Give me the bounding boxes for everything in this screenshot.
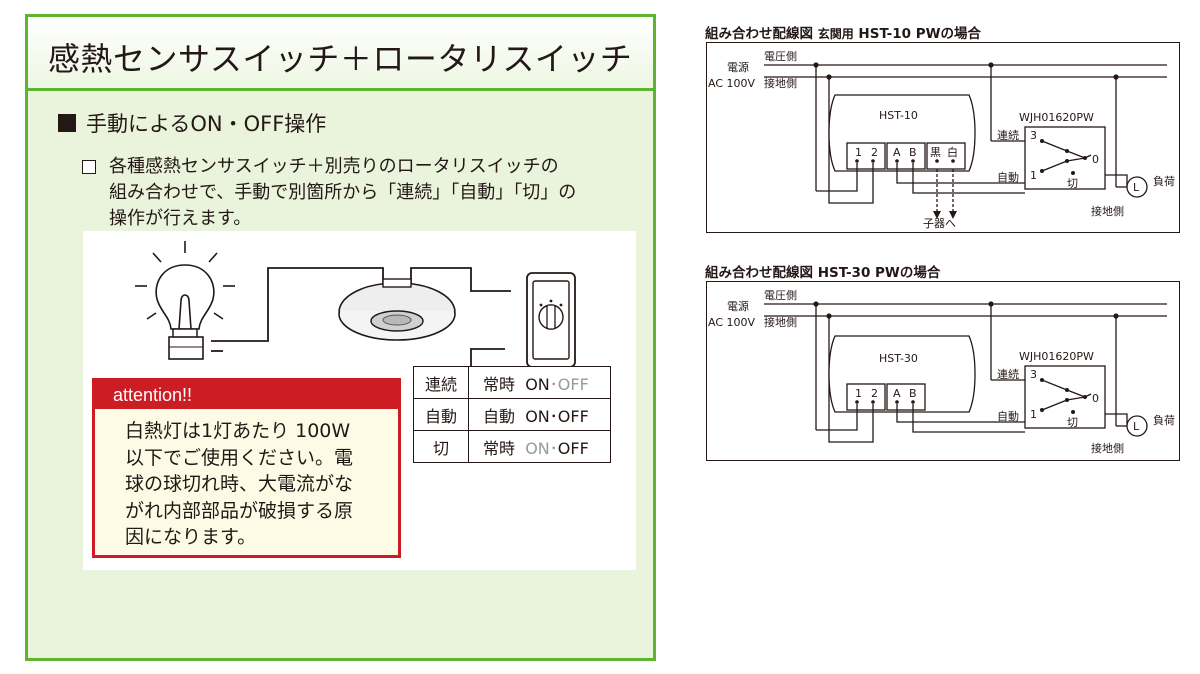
continuous-label: 連続 <box>997 367 1019 381</box>
ground-side-label: 接地側 <box>1091 442 1124 455</box>
pos0-label: 0 <box>1092 153 1099 166</box>
state-cell: 常時 ON･OFF <box>468 366 611 399</box>
pos3-label: 3 <box>1030 368 1037 381</box>
load-symbol: L <box>1133 420 1140 433</box>
note-line: 各種感熱センサスイッチ＋別売りのロータリスイッチの <box>109 156 559 177</box>
attention-text: 白熱灯は1灯あたり 100W 以下でご使用ください。電 球の球切れ時、大電流がな… <box>125 418 395 551</box>
terminal-label: B <box>909 146 917 159</box>
voltage-label: AC 100V <box>708 316 756 329</box>
terminal-label: A <box>893 387 901 400</box>
info-panel: 感熱センサスイッチ＋ロータリスイッチ 手動によるON・OFF操作 各種感熱センサ… <box>25 14 656 661</box>
ground-label: 接地側 <box>764 316 797 329</box>
terminal-label: 黒 <box>930 146 941 159</box>
state-cell: 自動 ON･OFF <box>468 398 611 431</box>
illustration-wires <box>211 267 511 366</box>
terminal-label: 2 <box>871 146 878 159</box>
off-label: 切 <box>1067 177 1078 190</box>
note-line: 操作が行えます。 <box>109 208 252 229</box>
terminal-label: 白 <box>947 145 958 159</box>
rotary-model-label: WJH01620PW <box>1019 111 1094 124</box>
live-label: 電圧側 <box>764 289 797 302</box>
load-label-1: 負荷 <box>1153 175 1175 188</box>
live-label: 電圧側 <box>764 50 797 63</box>
voltage-label: AC 100V <box>708 77 756 90</box>
auto-label: 自動 <box>997 409 1019 423</box>
attention-line: がれ内部部品が破損する原 <box>125 499 354 522</box>
attention-line: 因になります。 <box>125 526 257 548</box>
wiring-diagram-hst30: 電圧側 接地側 電源 AC 100V HST-30 1 2 A B WJH016… <box>708 289 1175 455</box>
terminal-label: 1 <box>855 387 862 400</box>
wiring-diagram-hst10: 電圧側 接地側 電源 AC 100V HST-10 1 2 A B 黒 白 WJ… <box>708 50 1175 230</box>
panel-title: 感熱センサスイッチ＋ロータリスイッチ <box>48 40 633 78</box>
wiring-illustration <box>135 241 576 368</box>
rotary-model-label: WJH01620PW <box>1019 350 1094 363</box>
mode-cell: 切 <box>413 430 469 463</box>
table-row: 自動 自動 ON･OFF <box>413 398 611 431</box>
diagram2-title: 組み合わせ配線図 HST-30 PWの場合 <box>705 265 941 281</box>
device-label: HST-10 <box>879 109 918 122</box>
auto-label: 自動 <box>997 170 1019 184</box>
attention-box: attention!! 白熱灯は1灯あたり 100W 以下でご使用ください。電 … <box>92 378 401 558</box>
diagram2-frame: 電圧側 接地側 電源 AC 100V HST-30 1 2 A B WJH016… <box>706 281 1180 461</box>
pos0-label: 0 <box>1092 392 1099 405</box>
diagram1-title: 組み合わせ配線図 玄関用 HST-10 PWの場合 <box>705 26 982 42</box>
ceiling-sensor-icon <box>338 278 456 341</box>
pos1-label: 1 <box>1030 408 1037 421</box>
load-label-1: 負荷 <box>1153 414 1175 427</box>
power-label: 電源 <box>727 60 749 74</box>
checkbox-square-icon <box>82 160 96 174</box>
diagram1-frame: 電圧側 接地側 電源 AC 100V HST-10 1 2 A B 黒 白 WJ… <box>706 42 1180 233</box>
attention-line: 白熱灯は1灯あたり 100W <box>125 420 351 442</box>
mode-cell: 自動 <box>413 398 469 431</box>
mode-cell: 連続 <box>413 366 469 399</box>
pos3-label: 3 <box>1030 129 1037 142</box>
power-label: 電源 <box>727 299 749 313</box>
note-line: 組み合わせで、手動で別箇所から「連続」「自動」「切」の <box>109 182 577 203</box>
attention-label: attention!! <box>95 381 398 409</box>
panel-title-bar: 感熱センサスイッチ＋ロータリスイッチ <box>28 17 653 91</box>
table-row: 切 常時 ON･OFF <box>413 430 611 463</box>
ground-side-label: 接地側 <box>1091 205 1124 218</box>
attention-line: 球の球切れ時、大電流がな <box>125 473 354 495</box>
rotary-switch-icon <box>526 272 576 368</box>
table-row: 連続 常時 ON･OFF <box>413 366 611 399</box>
section-heading: 手動によるON・OFF操作 <box>86 112 327 136</box>
terminal-label: 2 <box>871 387 878 400</box>
black-square-icon <box>58 114 76 132</box>
pos1-label: 1 <box>1030 169 1037 182</box>
terminal-label: B <box>909 387 917 400</box>
device-label: HST-30 <box>879 352 918 365</box>
section-heading-row: 手動によるON・OFF操作 <box>58 108 326 136</box>
note-text: 各種感熱センサスイッチ＋別売りのロータリスイッチの 組み合わせで、手動で別箇所か… <box>109 154 649 232</box>
child-label: 子器へ <box>923 217 956 230</box>
attention-line: 以下でご使用ください。電 <box>125 446 354 469</box>
product-illustration: attention!! 白熱灯は1灯あたり 100W 以下でご使用ください。電 … <box>83 231 636 570</box>
state-cell: 常時 ON･OFF <box>468 430 611 463</box>
off-label: 切 <box>1067 416 1078 429</box>
ground-label: 接地側 <box>764 77 797 90</box>
terminal-label: 1 <box>855 146 862 159</box>
continuous-label: 連続 <box>997 128 1019 142</box>
terminal-label: A <box>893 146 901 159</box>
mode-table: 連続 常時 ON･OFF 自動 自動 ON･OFF 切 常時 ON･OFF <box>413 366 611 463</box>
load-symbol: L <box>1133 181 1140 194</box>
light-bulb-icon <box>135 241 235 360</box>
